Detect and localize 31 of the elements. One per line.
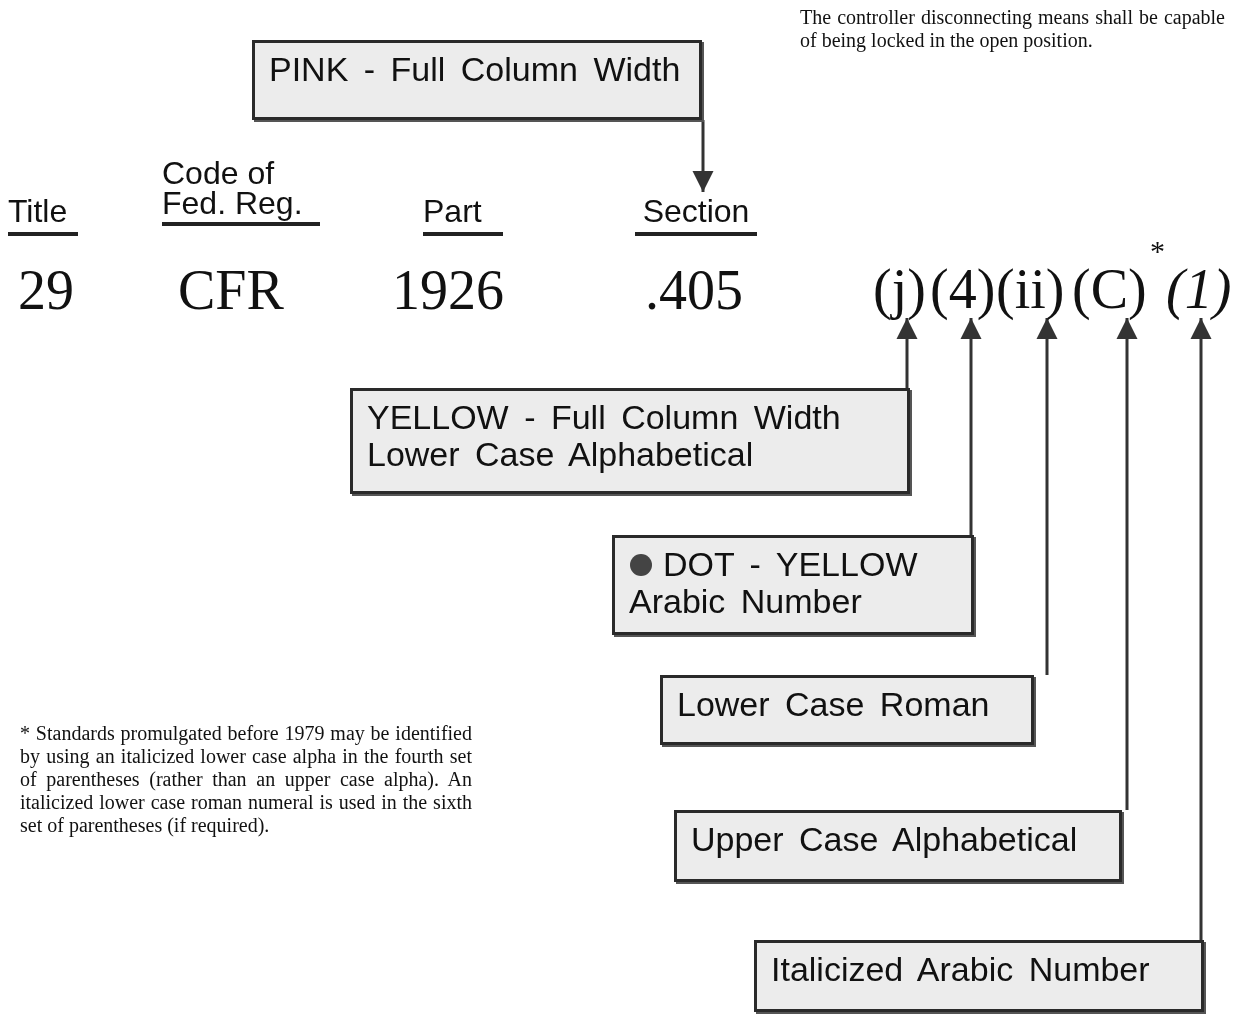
arrow	[960, 318, 982, 535]
column-heading: Part	[423, 194, 503, 236]
callout-box	[350, 388, 910, 494]
callout-text: YELLOW - Full Column Width	[367, 399, 842, 437]
callout-text: Upper Case Alphabetical	[691, 821, 1079, 859]
footnote-mark: *	[1150, 236, 1165, 266]
column-heading: Section	[635, 194, 757, 236]
callout-text: Arabic Number	[629, 583, 863, 621]
callout-text: Italicized Arabic Number	[771, 951, 1151, 989]
callout-box	[252, 40, 702, 120]
note-text: The controller disconnecting means shall be capable of being locked in the open position.	[800, 6, 1225, 52]
callout-text: PINK - Full Column Width	[269, 51, 682, 89]
arrow	[1190, 318, 1212, 940]
callout-text: DOT - YELLOW	[663, 546, 918, 584]
callout-box	[674, 810, 1122, 882]
footnote-text: * Standards promulgated before 1979 may be identified by using an italicized lower case alpha in the fourth set of parentheses (rather than an upper case alpha). An italicized lower case roman numeral is used in the sixth set of parentheses (if required).	[20, 722, 472, 837]
arrow	[1116, 318, 1138, 810]
column-heading: Title	[8, 194, 78, 236]
callout-text: Lower Case Roman	[677, 686, 991, 724]
callout-box	[754, 940, 1204, 1012]
column-heading: Code of Fed. Reg.	[162, 158, 320, 226]
citation-number: 1926	[392, 262, 504, 318]
arrow	[692, 120, 714, 192]
callout-text: Lower Case Alphabetical	[367, 436, 755, 474]
callout-box	[612, 535, 974, 635]
arrow	[1036, 318, 1058, 675]
arrow	[896, 318, 918, 388]
citation-number: CFR	[178, 262, 284, 318]
callout-box	[660, 675, 1034, 745]
citation-number: .405	[645, 262, 743, 318]
citation-number: 29	[18, 262, 74, 318]
